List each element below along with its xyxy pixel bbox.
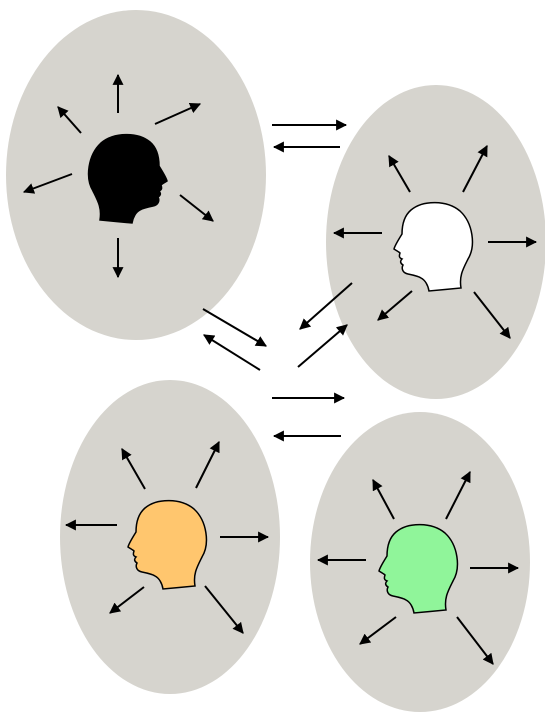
arrow-down-right xyxy=(179,194,214,222)
arrow-top-left-to-center xyxy=(202,308,267,347)
arrow-left xyxy=(22,173,73,194)
arrow-down-left xyxy=(377,290,413,321)
arrow-up-right xyxy=(195,441,220,489)
arrow-down-right xyxy=(473,291,511,339)
arrow-down-right xyxy=(456,616,494,665)
arrow-up-left xyxy=(121,448,146,490)
radiating-arrows-top-right xyxy=(332,145,538,339)
arrow-up-left xyxy=(57,106,82,134)
radiating-arrows-top-left xyxy=(22,73,214,279)
exchange-arrows xyxy=(202,119,353,442)
arrow-down-right xyxy=(204,585,244,634)
arrow-center-to-top-left xyxy=(203,334,261,371)
arrow-up-right xyxy=(154,102,202,125)
radiating-arrows-bottom-right xyxy=(316,471,520,665)
arrow-down-left xyxy=(359,616,397,645)
arrow-up-right xyxy=(445,471,471,520)
arrow-up-right xyxy=(462,145,488,193)
arrow-top-right-to-center xyxy=(299,282,353,330)
arrow-down-left xyxy=(109,586,145,614)
radiating-arrows-bottom-left xyxy=(64,441,270,634)
arrow-up-left xyxy=(388,155,411,193)
arrow-center-to-top-right xyxy=(297,324,348,368)
arrow-up-left xyxy=(372,479,395,520)
